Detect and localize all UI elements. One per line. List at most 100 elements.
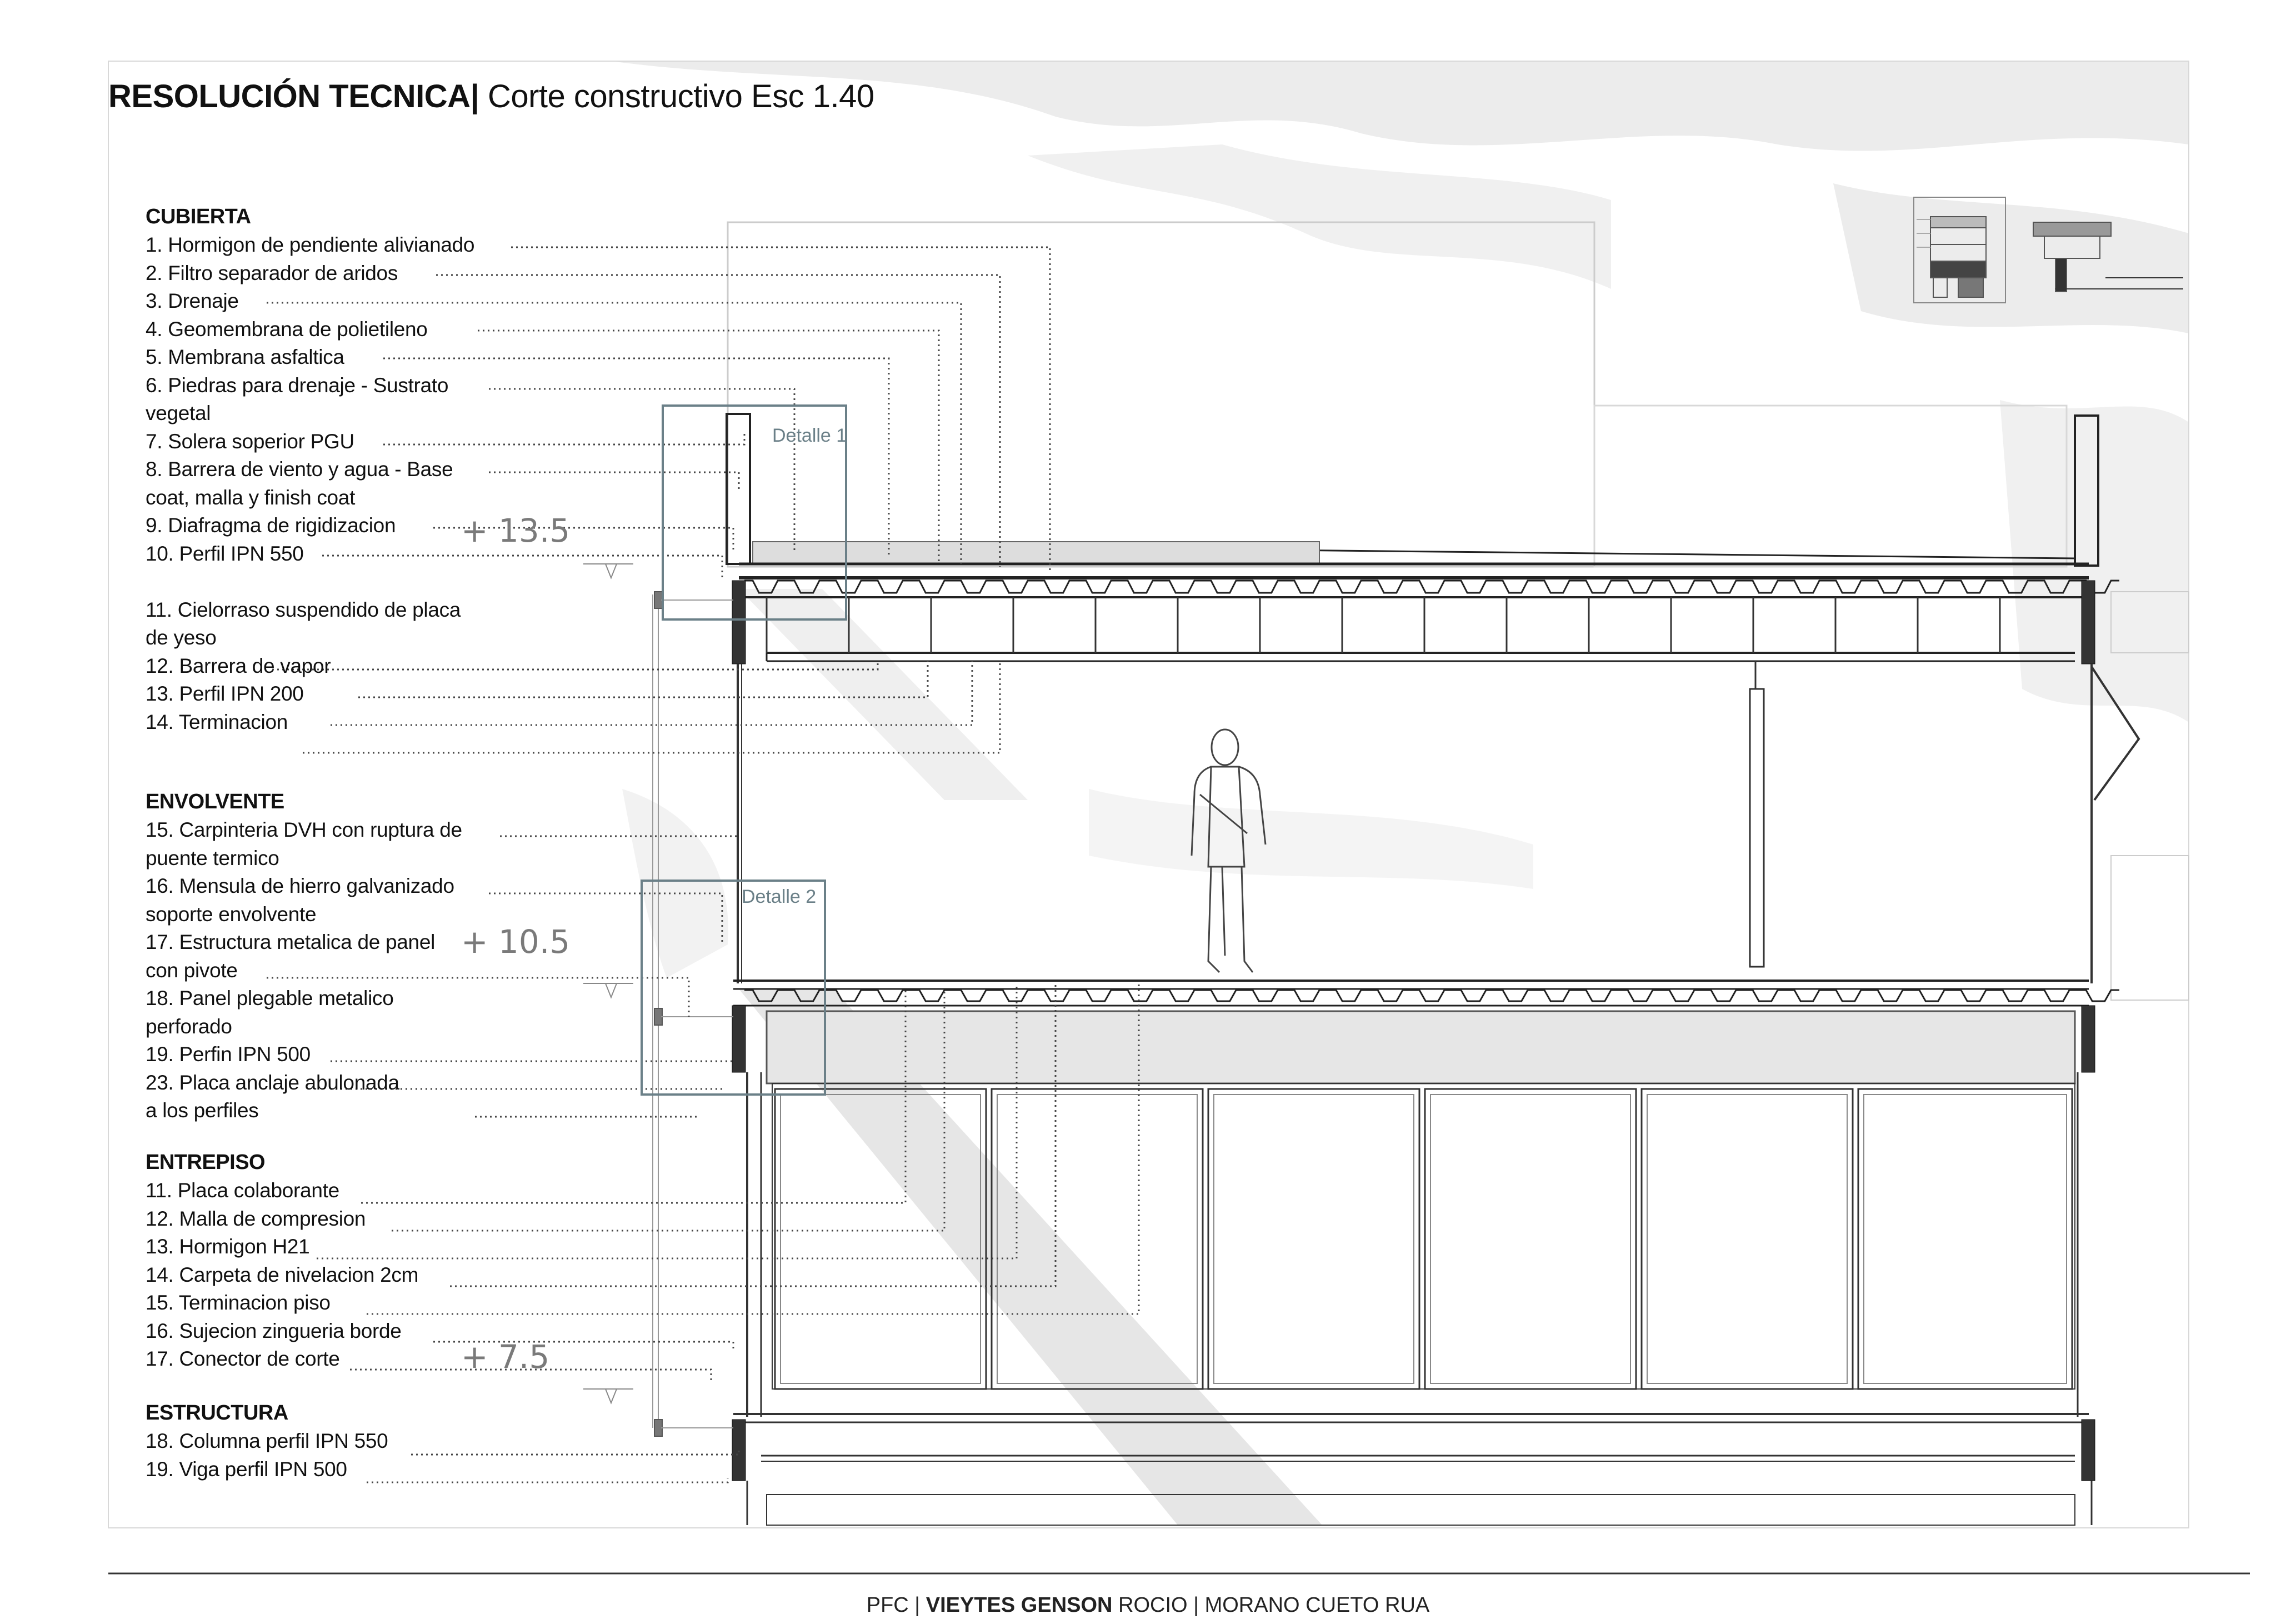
legend-item: 2. Filtro separador de aridos <box>146 261 398 284</box>
legend-item: 19. Viga perfil IPN 500 <box>146 1457 347 1481</box>
level-text-10-5: + 10.5 <box>461 923 570 961</box>
legend-item: 14. Terminacion <box>146 710 288 733</box>
leader-line <box>489 471 740 489</box>
legend-item: 16. Mensula de hierro galvanizado <box>146 875 454 897</box>
legend-item: 5. Membrana asfaltica <box>146 346 344 368</box>
legend-item: 13. Perfil IPN 200 <box>146 682 304 705</box>
title-sub: Corte constructivo Esc 1.40 <box>487 78 874 114</box>
facade-panel-inner <box>997 1094 1198 1384</box>
legend-item: 14. Carpeta de nivelacion 2cm <box>146 1263 419 1286</box>
floor-space <box>737 591 2189 1001</box>
legend-item: vegetal <box>146 402 211 424</box>
leader-line <box>267 302 962 564</box>
lower-floor <box>732 1072 2095 1526</box>
legend-item: puente termico <box>146 846 279 870</box>
legend-item: perforado <box>146 1015 232 1038</box>
title-main: RESOLUCIÓN TECNICA| <box>108 78 479 114</box>
leader-line <box>433 527 734 550</box>
diagonal-shadow-upper <box>739 589 1028 800</box>
legend-item: 3. Drenaje <box>146 289 239 312</box>
legend-item: 7. Solera soperior PGU <box>146 429 354 453</box>
leader-line <box>361 989 907 1204</box>
legend-item: coat, malla y finish coat <box>146 486 356 509</box>
legend-item: 4. Geomembrana de polietileno <box>146 317 428 341</box>
sheet-title: RESOLUCIÓN TECNICA| Corte constructivo E… <box>108 78 874 115</box>
leader-line <box>411 1450 740 1456</box>
leader-line <box>383 433 746 446</box>
detail-2-label: Detalle 2 <box>742 886 816 907</box>
detail-1-label: Detalle 1 <box>772 425 847 446</box>
facade-panel-inner <box>1647 1094 1848 1384</box>
footer-prefix: PFC | <box>866 1593 921 1617</box>
footer-author-rest: ROCIO | MORANO CUETO RUA <box>1118 1593 1430 1617</box>
legend-estructura: ESTRUCTURA 18. Columna perfil IPN 550 19.… <box>146 1399 534 1483</box>
roof-beam-right <box>2081 580 2095 664</box>
legend-item: 18. Columna perfil IPN 550 <box>146 1430 388 1452</box>
legend-item: 17. Conector de corte <box>146 1347 340 1370</box>
legend-item: 8. Barrera de viento y agua - Base <box>146 458 453 481</box>
legend-item: 15. Terminacion piso <box>146 1291 331 1314</box>
facade-panel <box>1640 1088 1854 1390</box>
facade-panel-inner <box>1213 1094 1414 1384</box>
legend-item: 11. Placa colaborante <box>146 1179 339 1202</box>
leader-line <box>331 661 973 726</box>
legend-cubierta: CUBIERTA 1. Hormigon de pendiente alivia… <box>146 203 534 736</box>
legend-item: 16. Sujecion zingueria borde <box>146 1319 402 1342</box>
legend-envolvente: ENVOLVENTE 15. Carpinteria DVH con ruptu… <box>146 788 534 1125</box>
key-plan-thumbnail <box>1913 197 2183 303</box>
facade-panel <box>1207 1088 1420 1390</box>
facade-panel <box>991 1088 1204 1390</box>
roof-deck-corrugation <box>744 579 2119 594</box>
legend-item: con pivote <box>146 958 238 982</box>
level-text-13-5: + 13.5 <box>461 512 570 549</box>
legend-item: 9. Diafragma de rigidizacion <box>146 514 396 537</box>
drawing-frame <box>108 61 2189 1528</box>
footer-author-bold: VIEYTES GENSON <box>926 1593 1113 1617</box>
facade-panel <box>774 1088 987 1390</box>
legend-heading-envolvente: ENVOLVENTE <box>146 790 284 813</box>
leader-line <box>322 554 723 578</box>
level-markers: + 13.5 + 10.5 + 7.5 <box>461 512 633 1405</box>
detail-frames: Detalle 1 Detalle 2 <box>641 404 847 1096</box>
footer-credits: PFC | VIEYTES GENSON ROCIO | MORANO CUET… <box>0 1593 2296 1617</box>
legend-item: 19. Perfin IPN 500 <box>146 1043 311 1066</box>
leader-line <box>367 1478 729 1483</box>
legend-item <box>146 568 534 596</box>
detail-1-frame <box>662 404 847 621</box>
facade-panel <box>1857 1088 2073 1390</box>
low-beam-left <box>732 1419 746 1481</box>
leader-line <box>272 661 879 671</box>
facade-panel <box>1424 1088 1637 1390</box>
mid-beam-right <box>2081 1005 2095 1073</box>
leader-line <box>383 357 890 556</box>
upper-volume-outline <box>727 221 1595 568</box>
legend-item: a los perfiles <box>146 1099 259 1122</box>
envelope-panels <box>652 591 733 1437</box>
human-figure <box>1190 728 1267 973</box>
facade-panel-inner <box>1863 1094 2067 1384</box>
leader-lines <box>267 246 1140 1483</box>
legend-heading-estructura: ESTRUCTURA <box>146 1401 288 1425</box>
leader-line <box>511 246 1051 572</box>
legend-item: 6. Piedras para drenaje - Sustrato <box>146 373 449 397</box>
legend-item: 15. Carpinteria DVH con ruptura de <box>146 818 462 841</box>
leader-line <box>450 983 1057 1287</box>
interior-column <box>1749 688 1765 968</box>
roof-gravel-layer <box>752 541 1320 564</box>
roof-assembly <box>726 413 2119 664</box>
legend-item: 1. Hormigon de pendiente alivianado <box>146 233 475 256</box>
legend-item: 18. Panel plegable metalico <box>146 987 394 1010</box>
roof-joists <box>766 597 2001 653</box>
legend-item: soporte envolvente <box>146 902 317 926</box>
leader-line <box>350 1368 712 1383</box>
legend-heading-cubierta: CUBIERTA <box>146 205 251 228</box>
level-text-7-5: + 7.5 <box>461 1338 549 1376</box>
parapet-left <box>726 413 751 565</box>
parapet-right <box>2074 414 2099 567</box>
facade-panel-inner <box>780 1094 981 1384</box>
legend-item: de yeso <box>146 626 217 649</box>
leader-line <box>489 388 796 553</box>
